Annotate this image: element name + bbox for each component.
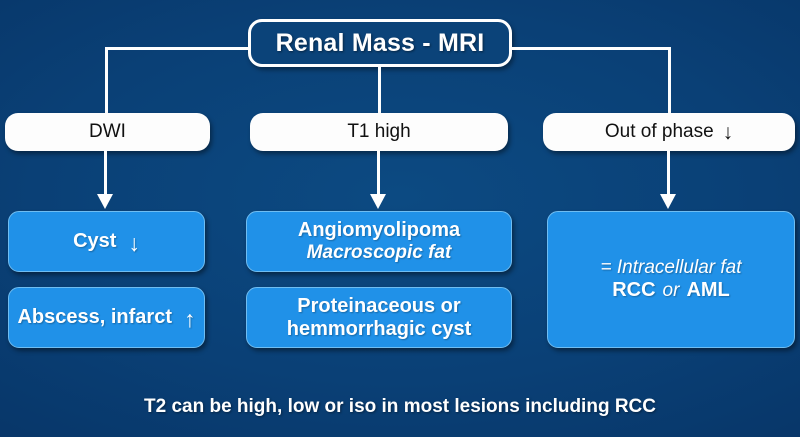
node-t1-high-label: T1 high — [347, 121, 411, 142]
footer-caption: T2 can be high, low or iso in most lesio… — [144, 396, 656, 417]
node-rcc-label: RCC — [612, 278, 656, 301]
arrow-t1high-to-findings — [367, 151, 391, 209]
node-renal-mass-mri: Renal Mass - MRI — [248, 19, 512, 67]
connector-title-to-dwi-horizontal — [105, 47, 251, 50]
node-title-label: Renal Mass - MRI — [275, 28, 485, 57]
connector-title-to-t1high-vertical — [378, 66, 381, 114]
node-out-of-phase: Out of phase ↓ — [543, 113, 795, 151]
node-cyst-label: Cyst — [73, 230, 117, 253]
node-abscess-infarct: Abscess, infarct ↑ — [8, 287, 205, 348]
node-or-label: or — [662, 279, 680, 301]
node-abscess-infarct-label: Abscess, infarct — [17, 306, 172, 329]
node-angiomyolipoma: Angiomyolipoma Macroscopic fat — [246, 211, 512, 272]
down-arrow-icon: ↓ — [722, 121, 734, 144]
node-cyst: Cyst ↓ — [8, 211, 205, 272]
node-aml-label: AML — [686, 278, 730, 301]
node-cyst-row: Cyst ↓ — [73, 229, 140, 256]
node-proteinaceous-hemorrhagic-cyst: Proteinaceous or hemmorrhagic cyst — [246, 287, 512, 348]
up-arrow-icon: ↑ — [184, 305, 196, 332]
node-intracellular-fat-label: = Intracellular fat — [600, 257, 742, 279]
arrow-outofphase-to-findings — [657, 151, 681, 209]
node-dwi-label: DWI — [89, 121, 126, 142]
node-dwi: DWI — [5, 113, 210, 151]
down-arrow-icon: ↓ — [128, 229, 140, 256]
node-intracellular-fat-row: RCC or AML — [612, 279, 730, 302]
node-angiomyolipoma-sublabel: Macroscopic fat — [306, 242, 452, 264]
arrow-dwi-to-findings — [94, 151, 118, 209]
connector-title-to-outofphase-horizontal — [509, 47, 671, 50]
node-t1-high: T1 high — [250, 113, 508, 151]
node-proteinaceous-line1: Proteinaceous or — [297, 294, 461, 317]
node-proteinaceous-line2: hemmorrhagic cyst — [286, 317, 472, 340]
node-intracellular-fat: = Intracellular fat RCC or AML — [547, 211, 795, 348]
node-out-of-phase-label: Out of phase — [604, 121, 714, 142]
connector-title-to-outofphase-vertical — [668, 47, 671, 114]
node-abscess-infarct-row: Abscess, infarct ↑ — [17, 305, 196, 332]
node-angiomyolipoma-label: Angiomyolipoma — [297, 219, 461, 242]
connector-title-to-dwi-vertical — [105, 47, 108, 114]
